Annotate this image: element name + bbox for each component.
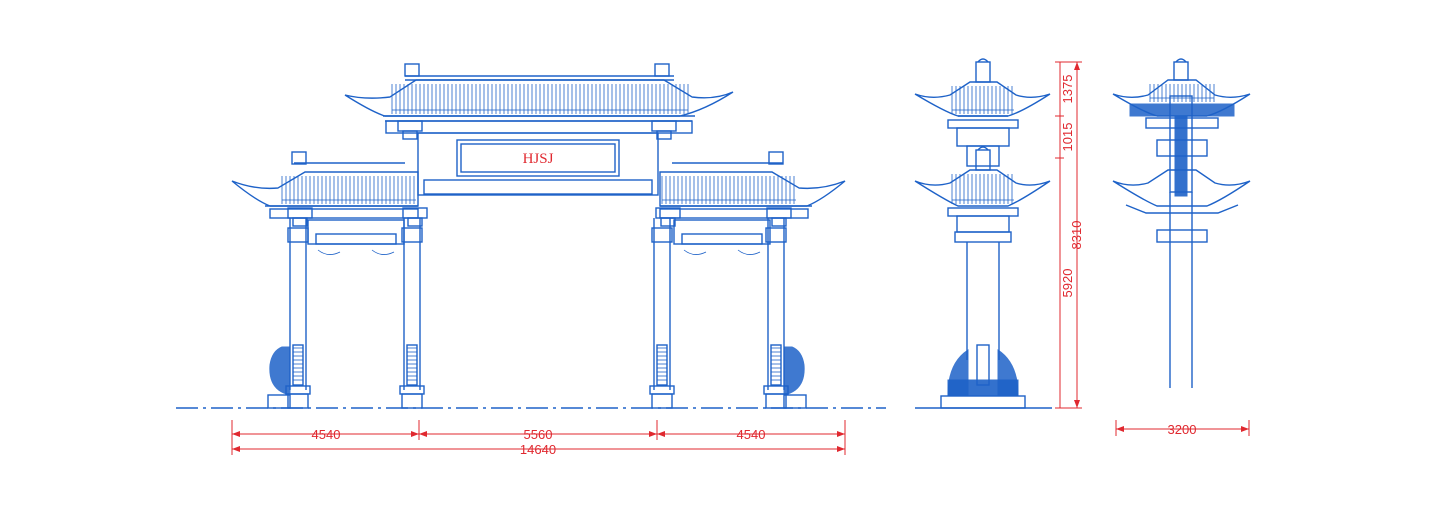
dim-lower-segment: 5920 bbox=[1060, 269, 1075, 298]
central-roof bbox=[344, 63, 734, 134]
right-beam bbox=[673, 219, 771, 245]
left-beam bbox=[307, 219, 405, 245]
section-dimensions: 3200 bbox=[1115, 420, 1250, 437]
dim-total-height: 8310 bbox=[1069, 221, 1084, 250]
dim-left-bay: 4540 bbox=[312, 427, 341, 442]
name-plaque bbox=[456, 139, 620, 177]
plaque-text: HJSJ bbox=[523, 151, 554, 167]
section-view bbox=[1112, 58, 1251, 388]
front-elevation: HJSJ bbox=[176, 63, 886, 409]
dim-section-width: 3200 bbox=[1168, 422, 1197, 437]
dim-top-segment: 1375 bbox=[1060, 75, 1075, 104]
front-dimensions: 4540 5560 4540 14640 bbox=[231, 420, 846, 457]
side-dimensions: 1375 1015 5920 8310 bbox=[1055, 61, 1084, 409]
dim-middle-segment: 1015 bbox=[1060, 123, 1075, 152]
right-side-roof bbox=[659, 151, 846, 219]
left-side-roof bbox=[231, 151, 419, 219]
dim-center-bay: 5560 bbox=[524, 427, 553, 442]
dim-right-bay: 4540 bbox=[737, 427, 766, 442]
dim-overall-width: 14640 bbox=[520, 442, 556, 457]
side-elevation bbox=[914, 58, 1052, 409]
central-frieze: HJSJ bbox=[417, 132, 659, 196]
